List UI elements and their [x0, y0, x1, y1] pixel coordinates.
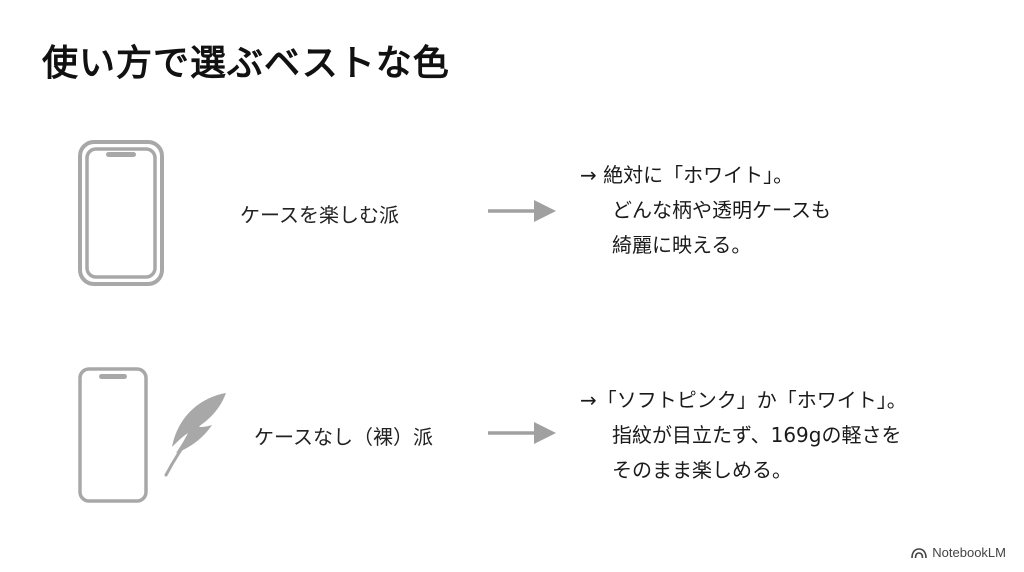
- row-description: →「ソフトピンク」か「ホワイト」。 指紋が目立たず、169gの軽さを そのまま楽…: [580, 383, 907, 488]
- description-line: どんな柄や透明ケースも: [612, 198, 831, 222]
- row-label: ケースなし（裸）派: [254, 425, 433, 449]
- description-line: そのまま楽しめる。: [612, 458, 792, 482]
- notebooklm-logo-icon: [911, 547, 928, 558]
- row-description: → 絶対に「ホワイト」。 どんな柄や透明ケースも 綺麗に映える。: [580, 158, 831, 263]
- description-line: → 絶対に「ホワイト」。: [580, 163, 794, 187]
- phone-with-case-icon: [78, 140, 164, 286]
- row-label: ケースを楽しむ派: [240, 203, 399, 227]
- description-line: 指紋が目立たず、169gの軽さを: [612, 423, 902, 447]
- notebooklm-brand: NotebookLM: [911, 545, 1006, 560]
- right-arrow-icon: [488, 422, 556, 444]
- right-arrow-icon: [488, 200, 556, 222]
- description-line: →「ソフトピンク」か「ホワイト」。: [580, 388, 907, 412]
- feather-icon: [164, 393, 226, 477]
- brand-name: NotebookLM: [932, 545, 1006, 560]
- description-line: 綺麗に映える。: [612, 233, 752, 257]
- bare-phone-icon: [78, 367, 148, 503]
- row-bare-users: ケースなし（裸）派 →「ソフトピンク」か「ホワイト」。 指紋が目立たず、169g…: [0, 365, 1024, 505]
- slide-title: 使い方で選ぶベストな色: [42, 43, 450, 84]
- row-case-users: ケースを楽しむ派 → 絶対に「ホワイト」。 どんな柄や透明ケースも 綺麗に映える…: [0, 138, 1024, 288]
